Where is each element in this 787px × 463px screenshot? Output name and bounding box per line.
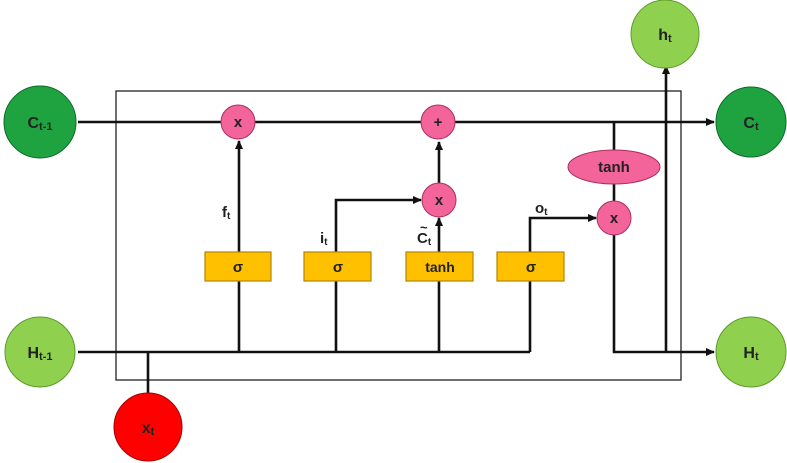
svg-text:Ct-1: Ct-1 <box>27 115 52 133</box>
label-c: Ct <box>417 230 432 248</box>
op-cell-tanh: tanh <box>567 149 661 185</box>
gate-output-label: σ <box>526 259 536 276</box>
svg-text:xt: xt <box>142 420 155 438</box>
input-gate-path <box>334 196 422 352</box>
node-c-prev: Ct-1 <box>3 85 77 159</box>
op-cell-add: + <box>420 104 456 140</box>
svg-text:tanh: tanh <box>598 159 630 176</box>
svg-text:x: x <box>610 210 619 227</box>
output-gate-path <box>528 214 597 352</box>
svg-text:Ct: Ct <box>743 115 759 133</box>
op-input-mult: x <box>421 182 457 218</box>
gate-candidate-label: tanh <box>425 259 455 275</box>
node-h-next: Ht <box>715 316 787 388</box>
svg-text:Ht-1: Ht-1 <box>27 345 52 363</box>
label-c-accent: ~ <box>420 220 428 235</box>
op-output-mult: x <box>596 200 632 236</box>
gate-input: σ <box>303 251 372 282</box>
op-forget-mult: x <box>220 104 256 140</box>
svg-text:Ht: Ht <box>743 345 759 363</box>
gate-output: σ <box>496 251 565 282</box>
label-o: ot <box>535 200 548 218</box>
node-h-prev: Ht-1 <box>4 316 76 388</box>
svg-text:ht: ht <box>658 27 672 45</box>
svg-text:x: x <box>435 192 444 209</box>
svg-text:x: x <box>234 114 243 131</box>
node-x-in: xt <box>113 392 183 462</box>
gate-candidate: tanh <box>405 251 474 282</box>
cell-boundary <box>115 90 682 381</box>
label-i: it <box>320 230 328 248</box>
node-c-next: Ct <box>715 86 787 158</box>
node-h-out: ht <box>630 0 700 69</box>
label-f: ft <box>222 204 231 222</box>
gate-forget: σ <box>204 251 272 282</box>
gate-forget-label: σ <box>233 259 243 276</box>
svg-text:+: + <box>434 114 443 131</box>
connections <box>78 65 715 396</box>
output-to-h-path <box>612 235 715 356</box>
gate-input-label: σ <box>333 259 343 276</box>
